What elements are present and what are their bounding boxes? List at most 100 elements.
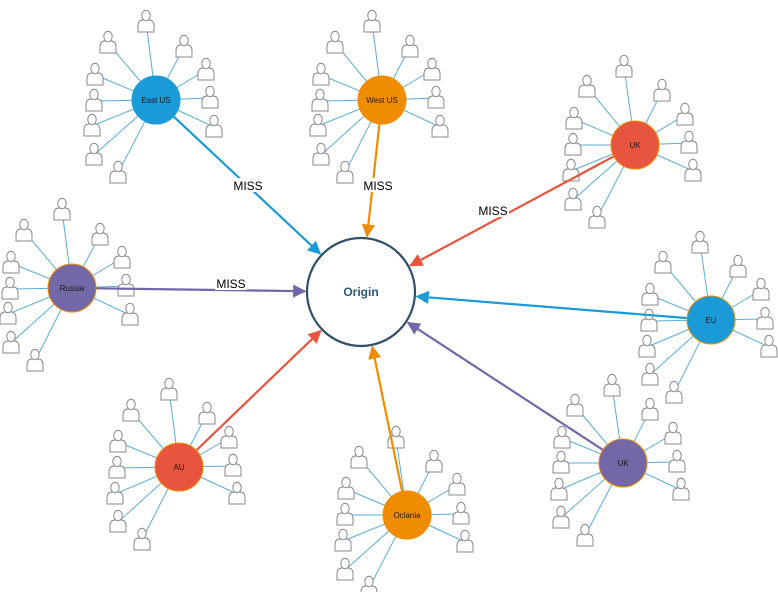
node-circle[interactable] — [154, 442, 204, 492]
user-icon — [117, 273, 135, 297]
user-icon — [86, 62, 104, 86]
user-icon — [668, 449, 686, 473]
user-icon — [653, 78, 671, 102]
node-circle[interactable] — [357, 75, 407, 125]
node-circle[interactable] — [598, 438, 648, 488]
node-label: West US — [366, 96, 397, 105]
miss-label-bg — [232, 178, 264, 192]
miss-label-bg — [215, 276, 247, 290]
user-icon — [425, 449, 443, 473]
user-icon — [427, 85, 445, 109]
user-icon — [137, 9, 155, 33]
user-icon — [448, 472, 466, 496]
edge-russia-to-origin — [93, 284, 307, 298]
user-icon — [197, 57, 215, 81]
user-icon — [665, 380, 683, 404]
user-icon — [654, 250, 672, 274]
user-icon — [578, 74, 596, 98]
edge-uk-bottom-to-origin — [406, 321, 606, 452]
user-icon — [752, 277, 770, 301]
user-icon — [565, 106, 583, 130]
node-circle[interactable] — [47, 263, 97, 313]
node-west-us[interactable]: West US — [357, 75, 407, 125]
user-icon — [312, 142, 330, 166]
miss-label-bg — [362, 178, 394, 192]
user-icon — [109, 429, 127, 453]
node-russia[interactable]: Russia — [47, 263, 97, 313]
user-icon — [113, 245, 131, 269]
node-label: EU — [705, 316, 716, 325]
node-circle[interactable] — [131, 75, 181, 125]
node-label: AU — [173, 463, 184, 472]
user-icon — [456, 529, 474, 553]
user-icon — [691, 230, 709, 254]
user-icon — [676, 102, 694, 126]
user-icon — [85, 88, 103, 112]
user-icon — [566, 393, 584, 417]
node-eu[interactable]: EU — [686, 295, 736, 345]
origin-node[interactable]: Origin — [305, 236, 417, 348]
user-icon — [108, 455, 126, 479]
user-icon — [680, 130, 698, 154]
user-icon — [109, 160, 127, 184]
user-icon — [2, 250, 20, 274]
node-oceania[interactable]: Oclania — [382, 490, 432, 540]
miss-label: MISS — [233, 179, 262, 193]
user-icon — [99, 30, 117, 54]
miss-label-bg — [477, 203, 509, 217]
user-icon — [756, 306, 774, 330]
edge-au-to-origin — [194, 329, 322, 453]
user-icon — [205, 114, 223, 138]
user-icon — [220, 425, 238, 449]
node-circle[interactable] — [382, 490, 432, 540]
node-label: Oclania — [393, 511, 421, 520]
edge-eu-to-origin — [415, 290, 690, 320]
user-icon — [326, 30, 344, 54]
user-icon — [309, 113, 327, 137]
user-icon — [133, 527, 151, 551]
origin-circle[interactable] — [305, 236, 417, 348]
node-circle[interactable] — [610, 120, 660, 170]
user-icon — [0, 301, 17, 325]
user-icon — [564, 187, 582, 211]
user-icon — [350, 445, 368, 469]
user-icon — [423, 57, 441, 81]
user-icon — [26, 348, 44, 372]
user-icon — [91, 222, 109, 246]
user-icon — [198, 401, 216, 425]
user-icon — [729, 254, 747, 278]
user-icon — [337, 476, 355, 500]
user-icon — [640, 308, 658, 332]
user-icon — [564, 132, 582, 156]
node-au[interactable]: AU — [154, 442, 204, 492]
user-icon — [552, 505, 570, 529]
user-icon — [360, 575, 378, 592]
user-icon — [109, 509, 127, 533]
node-uk-bottom[interactable]: UK — [598, 438, 648, 488]
user-icon — [431, 114, 449, 138]
node-east-us[interactable]: East US — [131, 75, 181, 125]
user-icon — [121, 302, 139, 326]
user-icon — [672, 477, 690, 501]
user-icon — [638, 334, 656, 358]
user-icon — [334, 528, 352, 552]
user-icon — [552, 450, 570, 474]
user-icon — [224, 453, 242, 477]
user-icon — [336, 160, 354, 184]
user-icon — [684, 158, 702, 182]
user-icon — [175, 34, 193, 58]
user-icon — [85, 142, 103, 166]
user-icon — [336, 557, 354, 581]
user-icon — [664, 421, 682, 445]
node-circle[interactable] — [686, 295, 736, 345]
user-icon — [15, 218, 33, 242]
miss-label: MISS — [363, 179, 392, 193]
origin-label: Origin — [343, 285, 378, 299]
node-label: East US — [141, 96, 170, 105]
user-icon — [641, 362, 659, 386]
node-label: Russia — [60, 284, 85, 293]
node-uk-top[interactable]: UK — [610, 120, 660, 170]
user-icon — [588, 205, 606, 229]
user-icon — [363, 9, 381, 33]
